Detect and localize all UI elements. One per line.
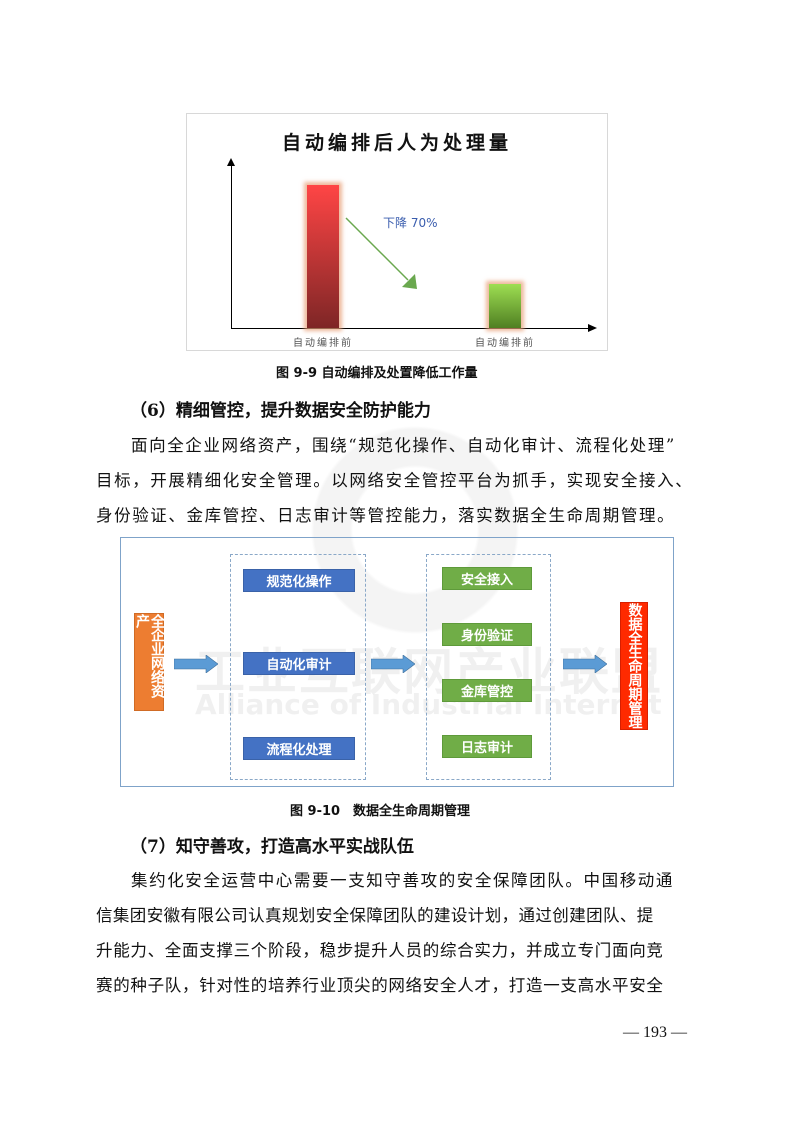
- bar-chart: 自动编排后人为处理量 下降 70% 自动编排前 自动编排前: [186, 113, 608, 351]
- figure-caption: 图 9-10 数据全生命周期管理: [290, 804, 471, 819]
- paragraph-line: 赛的种子队，针对性的培养行业顶尖的网络安全人才，打造一支高水平安全: [96, 976, 664, 995]
- control-node: 安全接入: [442, 567, 532, 590]
- page-number: — 193 —: [623, 1024, 687, 1041]
- figure-caption: 图 9-9 自动编排及处置降低工作量: [276, 366, 478, 381]
- x-axis-arrow-icon: [588, 324, 597, 332]
- paragraph-line: 目标，开展精细化安全管理。以网络安全管控平台为抓手，实现安全接入、: [96, 471, 694, 490]
- bar-before: [307, 185, 339, 328]
- paragraph-line: 身份验证、金库管控、日志审计等管控能力，落实数据全生命周期管理。: [96, 506, 676, 525]
- practice-node: 流程化处理: [243, 737, 355, 760]
- flow-arrow-icon: [371, 655, 415, 673]
- chart-title: 自动编排后人为处理量: [281, 132, 512, 154]
- decrease-arrow-icon: [345, 217, 417, 289]
- target-node: 数据全生命周期管理: [620, 602, 648, 730]
- watermark-logo: [300, 415, 530, 645]
- x-tick-label: 自动编排前: [293, 338, 353, 349]
- source-node: 全企业网络资产: [134, 613, 165, 711]
- flow-arrow-icon: [563, 655, 607, 673]
- decrease-annotation: 下降 70%: [383, 216, 438, 230]
- y-axis-arrow-icon: [227, 158, 235, 166]
- y-axis: [231, 164, 232, 328]
- control-group: [426, 554, 551, 780]
- paragraph-line: 信集团安徽有限公司认真规划安全保障团队的建设计划，通过创建团队、提: [96, 906, 654, 925]
- practice-group: [230, 554, 366, 780]
- control-node: 日志审计: [442, 735, 532, 758]
- paragraph-line: 升能力、全面支撑三个阶段，稳步提升人员的综合实力，并成立专门面向竞: [96, 941, 664, 960]
- practice-node: 自动化审计: [243, 652, 355, 675]
- bar-after: [489, 284, 521, 328]
- control-node: 身份验证: [442, 623, 532, 646]
- practice-node: 规范化操作: [243, 569, 355, 592]
- section-heading: （7）知守善攻，打造高水平实战队伍: [130, 837, 414, 857]
- x-tick-label: 自动编排前: [475, 338, 535, 349]
- paragraph-line: 集约化安全运营中心需要一支知守善攻的安全保障团队。中国移动通: [131, 871, 674, 890]
- flow-diagram: 全企业网络资产 规范化操作 自动化审计 流程化处理 安全接入 身份验证 金库管控…: [120, 537, 674, 787]
- paragraph-line: 面向全企业网络资产，围绕“规范化操作、自动化审计、流程化处理”: [131, 436, 676, 455]
- watermark-text-en: Alliance of Industrial Internet: [195, 688, 662, 721]
- control-node: 金库管控: [442, 679, 532, 702]
- flow-arrow-icon: [174, 655, 218, 673]
- x-axis: [231, 328, 589, 329]
- section-heading: （6）精细管控，提升数据安全防护能力: [130, 401, 431, 421]
